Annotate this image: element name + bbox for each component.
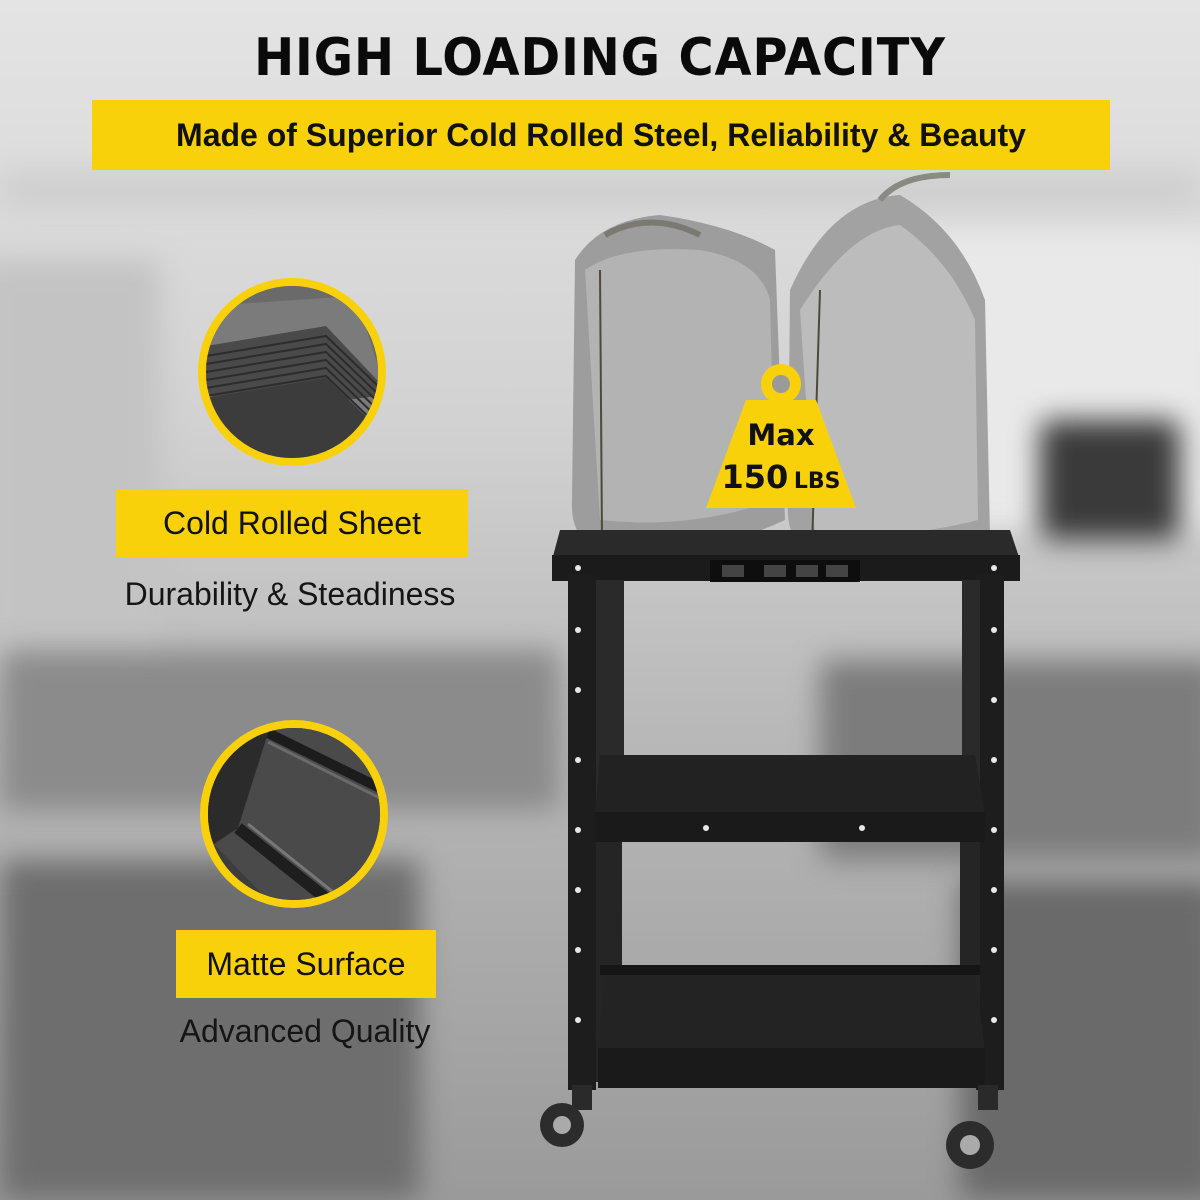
feature-caption-advanced-quality: Advanced Quality — [179, 1013, 431, 1049]
stacked-steel-sheets-icon — [198, 278, 386, 466]
feature-label-cold-rolled-sheet: Cold Rolled Sheet — [116, 489, 468, 557]
feature-label-text: Matte Surface — [206, 945, 406, 982]
feature-label-text: Cold Rolled Sheet — [163, 504, 421, 541]
badge-unit: LBS — [793, 469, 841, 494]
caster-wheels — [540, 1085, 998, 1169]
kettlebell-weight-icon — [706, 364, 856, 508]
page-title: HIGH LOADING CAPACITY — [254, 28, 946, 88]
badge-number: 150 — [721, 458, 789, 496]
feature-label-matte-surface: Matte Surface — [176, 930, 436, 998]
max-weight-badge: Max 150 LBS — [706, 362, 856, 518]
feature-caption-durability: Durability & Steadiness — [124, 576, 456, 612]
matte-shelf-surface-icon — [200, 720, 388, 908]
subtitle-banner: Made of Superior Cold Rolled Steel, Reli… — [92, 100, 1110, 170]
badge-weight-value: 150 LBS — [706, 458, 856, 496]
subtitle-text: Made of Superior Cold Rolled Steel, Reli… — [176, 116, 1026, 153]
badge-max-label: Max — [747, 418, 815, 452]
